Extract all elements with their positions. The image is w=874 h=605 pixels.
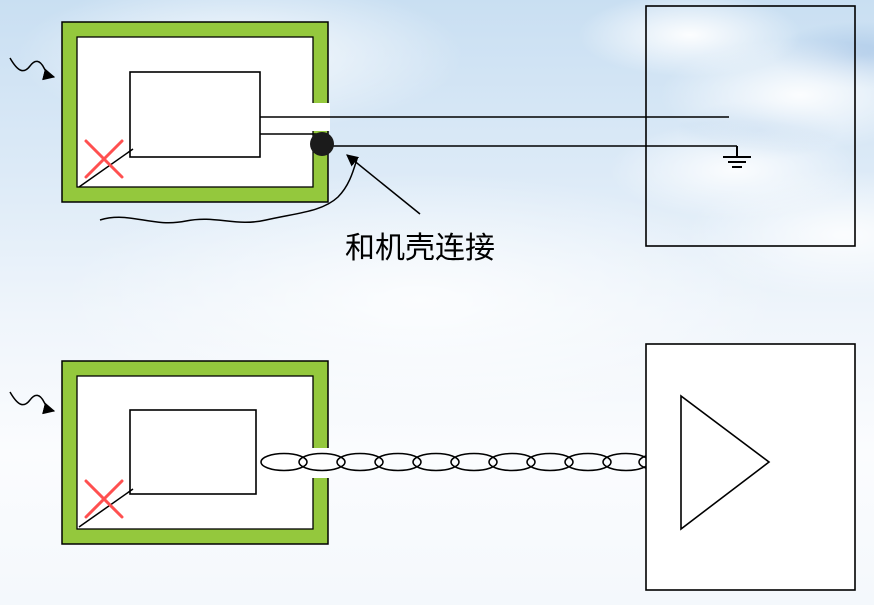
device-box-bottom [129, 409, 257, 495]
annotation-label: 和机壳连接 [345, 231, 495, 266]
ground-symbol-icon [723, 146, 751, 168]
chassis-bond-dot-icon [310, 132, 334, 156]
annotation-arrow [346, 154, 421, 215]
red-cross-icon-top [84, 139, 124, 179]
interference-arrow-icon [9, 57, 56, 81]
interference-arrow-icon-bottom [9, 391, 56, 415]
top-diagram: 和机壳连接 [9, 5, 856, 266]
bottom-diagram [9, 343, 856, 591]
amplifier-icon [680, 394, 771, 531]
shield-wall-gap-bottom [311, 448, 330, 478]
pigtail-wire [99, 158, 358, 224]
red-cross-icon-bottom [84, 479, 124, 519]
device-box-top [129, 71, 261, 158]
equipment-box-top [645, 5, 856, 247]
internal-bond-line-top [78, 148, 134, 188]
internal-bond-line-bottom [78, 488, 134, 528]
